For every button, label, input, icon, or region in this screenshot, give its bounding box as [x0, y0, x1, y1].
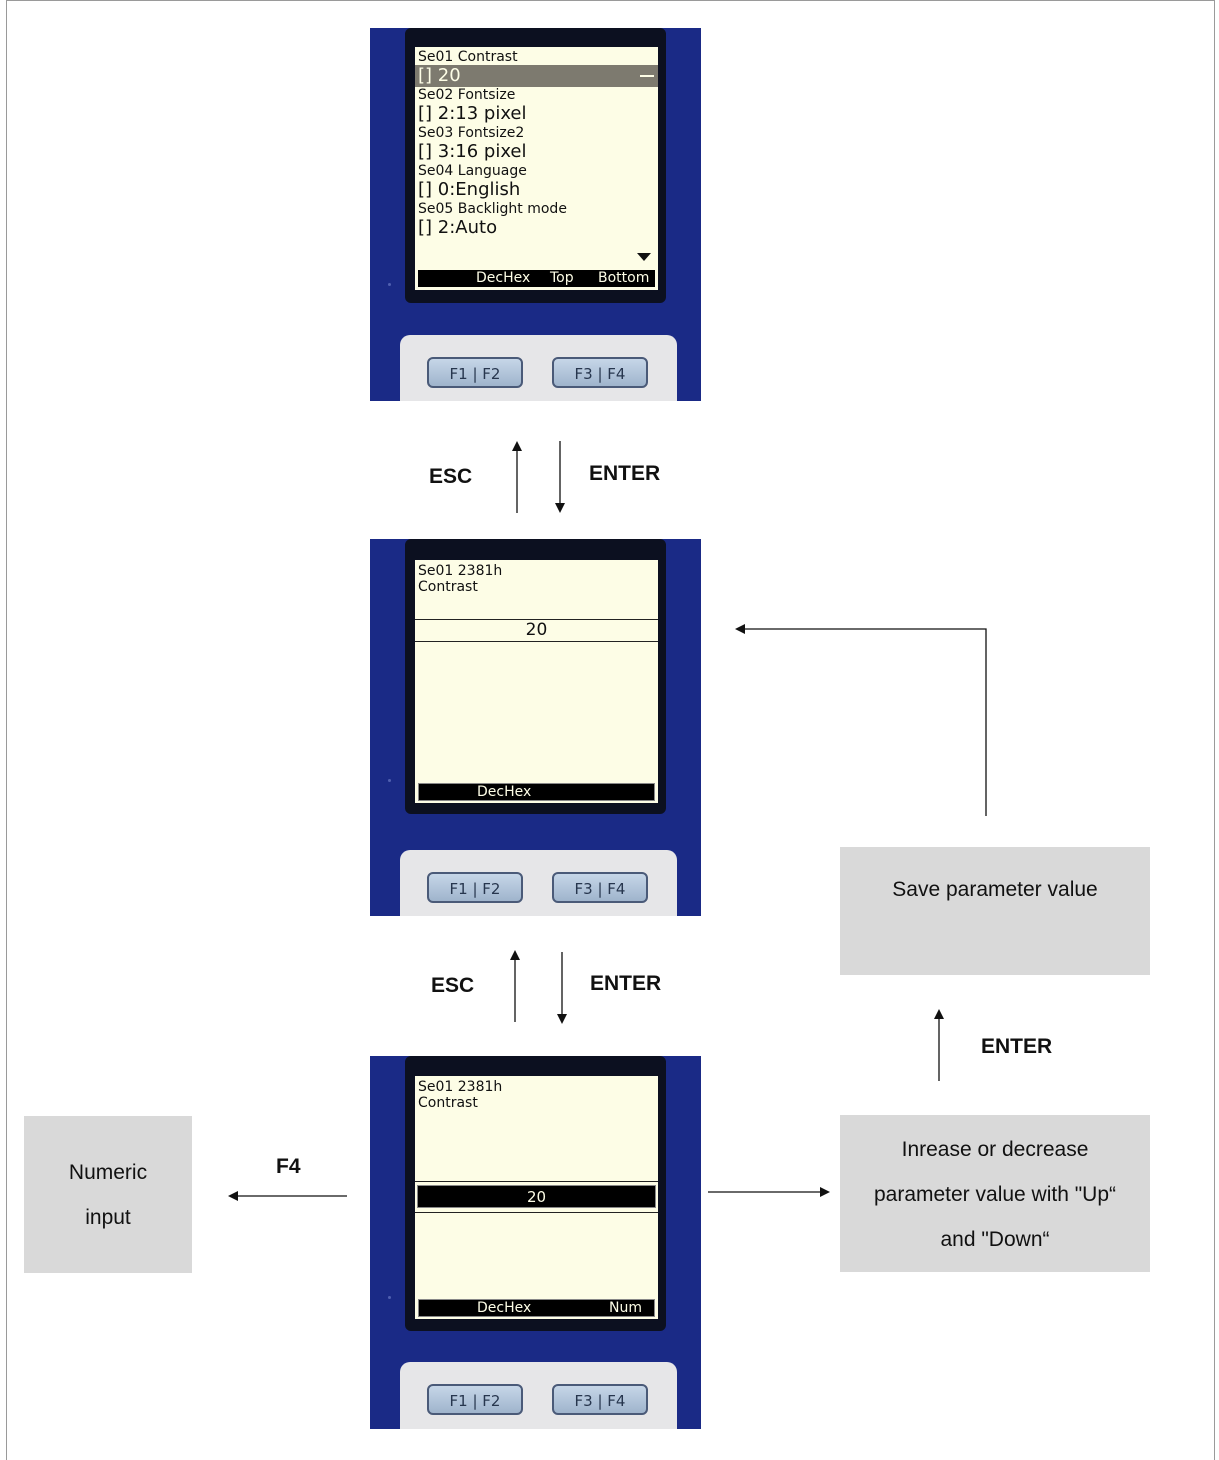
device-dot: [388, 779, 391, 782]
param-header-id: Se01 2381h: [418, 563, 503, 579]
diagram-frame: [6, 0, 1215, 1460]
selection-marker: [640, 75, 654, 77]
param-label: Se05 Backlight mode: [418, 201, 567, 217]
adjust-value-text: and "Down“: [940, 1228, 1050, 1251]
softkey-bar: DecHex Top Bottom: [418, 270, 655, 287]
param-value[interactable]: [] 2:13 pixel: [418, 103, 527, 124]
f1-f2-key[interactable]: F1 | F2: [427, 872, 523, 903]
function-key-panel: F1 | F2 F3 | F4: [400, 850, 677, 916]
numeric-input-text: input: [85, 1206, 131, 1229]
param-header-name: Contrast: [418, 1095, 478, 1111]
param-value[interactable]: [] 3:16 pixel: [418, 141, 527, 162]
device-dot: [388, 1296, 391, 1299]
lcd-parameter-view: Se01 2381h Contrast 20 DecHex: [415, 560, 658, 803]
function-key-panel: F1 | F2 F3 | F4: [400, 335, 677, 401]
param-value: 20: [526, 1188, 547, 1206]
param-value: 20: [525, 620, 548, 640]
param-label: Se01 Contrast: [418, 49, 518, 65]
param-value-text: [] 20: [418, 65, 461, 86]
softkey-top[interactable]: Top: [550, 270, 574, 286]
f3-f4-key[interactable]: F3 | F4: [552, 1384, 648, 1415]
param-label: Se03 Fontsize2: [418, 125, 525, 141]
param-label: Se04 Language: [418, 163, 527, 179]
scroll-down-icon: [637, 253, 651, 261]
softkey-bar: DecHex Num: [418, 1299, 655, 1317]
value-field: 20: [415, 619, 658, 642]
adjust-value-text: Inrease or decrease: [901, 1138, 1089, 1161]
numeric-input-text: Numeric: [68, 1161, 148, 1184]
function-key-panel: F1 | F2 F3 | F4: [400, 1362, 677, 1429]
esc-label: ESC: [429, 465, 473, 488]
f1-f2-key[interactable]: F1 | F2: [427, 357, 523, 388]
lcd-parameter-edit: Se01 2381h Contrast 20 DecHex Num: [415, 1076, 658, 1319]
param-value[interactable]: [] 0:English: [418, 179, 521, 200]
lcd-parameter-list: Se01 Contrast [] 20 Se02 Fontsize [] 2:1…: [415, 47, 658, 290]
softkey-num[interactable]: Num: [609, 1300, 642, 1316]
device-parameter-edit: Se01 2381h Contrast 20 DecHex Num F1 | F…: [370, 1056, 701, 1429]
param-header-id: Se01 2381h: [418, 1079, 503, 1095]
param-label: Se02 Fontsize: [418, 87, 516, 103]
param-value[interactable]: [] 2:Auto: [418, 217, 498, 238]
device-dot: [388, 283, 391, 286]
softkey-dechex[interactable]: DecHex: [476, 270, 531, 286]
value-edit-field[interactable]: 20: [415, 1181, 658, 1213]
device-parameter-list: Se01 Contrast [] 20 Se02 Fontsize [] 2:1…: [370, 28, 701, 401]
enter-label: ENTER: [590, 972, 662, 995]
f3-f4-key[interactable]: F3 | F4: [552, 872, 648, 903]
softkey-dechex[interactable]: DecHex: [477, 784, 532, 800]
esc-label: ESC: [431, 974, 475, 997]
softkey-bar: DecHex: [418, 783, 655, 801]
enter-label: ENTER: [589, 462, 661, 485]
save-return-arrow: [735, 624, 987, 816]
enter-label: ENTER: [981, 1035, 1053, 1058]
f4-label: F4: [276, 1155, 301, 1178]
adjust-value-text: parameter value with "Up“: [873, 1183, 1117, 1206]
f1-f2-key[interactable]: F1 | F2: [427, 1384, 523, 1415]
device-parameter-view: Se01 2381h Contrast 20 DecHex F1 | F2 F3…: [370, 539, 701, 916]
adjust-value-box: Inrease or decrease parameter value with…: [840, 1115, 1150, 1272]
softkey-dechex[interactable]: DecHex: [477, 1300, 532, 1316]
param-value-selected[interactable]: [] 20: [415, 65, 658, 87]
softkey-bottom[interactable]: Bottom: [598, 270, 650, 286]
param-header-name: Contrast: [418, 579, 478, 595]
f3-f4-key[interactable]: F3 | F4: [552, 357, 648, 388]
numeric-input-box: Numeric input: [24, 1116, 192, 1273]
save-parameter-box: Save parameter value: [840, 847, 1150, 975]
save-parameter-text: Save parameter value: [892, 878, 1098, 901]
